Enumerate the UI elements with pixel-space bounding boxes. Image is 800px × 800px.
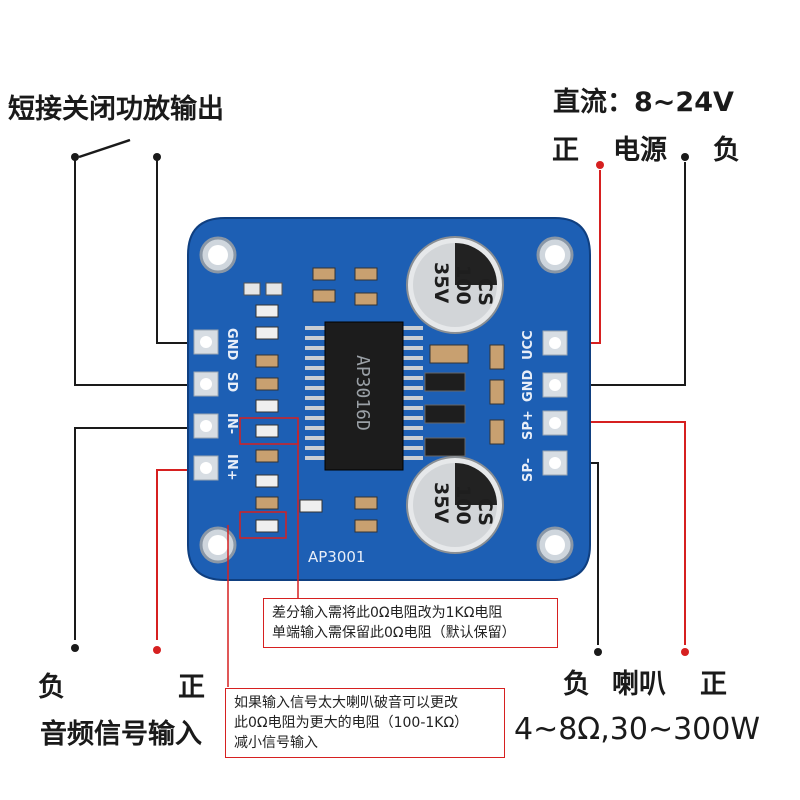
board-name: AP3001: [308, 548, 365, 566]
chip-pin: [305, 386, 325, 390]
chip-pin: [305, 426, 325, 430]
chip-pin: [403, 326, 423, 330]
chip-pin: [403, 446, 423, 450]
chip-pin: [305, 446, 325, 450]
speaker-negative: 负: [563, 669, 590, 700]
cap-top-voltage: 35V: [430, 262, 452, 303]
left-header-pads: [193, 329, 219, 481]
speaker-spec: 4~8Ω,30~300W: [514, 712, 761, 747]
audio-positive: 正: [178, 672, 205, 703]
chip-pin: [403, 426, 423, 430]
cap-bottom-value: 100: [452, 485, 474, 525]
audio-negative: 负: [38, 672, 65, 703]
chip-pin: [403, 386, 423, 390]
chip-pin: [403, 456, 423, 460]
chip-pin: [403, 356, 423, 360]
pin-label-gnd-left: GND: [224, 328, 239, 361]
speaker-positive: 正: [700, 669, 727, 700]
chip-pin: [305, 336, 325, 340]
mounting-holes: [199, 236, 574, 564]
pin-label-gnd-right: GND: [521, 369, 536, 402]
switch-title: 短接关闭功放输出: [8, 94, 224, 125]
chip-pin: [403, 336, 423, 340]
gain-note-line-3: 减小信号输入: [234, 735, 318, 751]
pin-label-sp-minus: SP-: [521, 458, 536, 482]
right-header-pads: [542, 330, 568, 476]
left-pin-labels: GND SD IN- IN+: [224, 328, 239, 481]
audio-input-wiring: [71, 427, 205, 654]
speaker-label: 喇叭: [612, 669, 666, 700]
capacitor-top: 35V 100 CS: [406, 236, 504, 334]
differential-note-line-2: 单端输入需保留此0Ω电阻（默认保留）: [272, 625, 516, 641]
gain-note: 如果输入信号太大喇叭破音可以更改 此0Ω电阻为更大的电阻（100-1KΩ） 减小…: [225, 688, 505, 758]
pin-label-sd: SD: [224, 372, 239, 392]
smd-resistors-left: [243, 267, 378, 533]
pin-label-sp-plus: SP+: [521, 410, 536, 440]
cap-bottom-voltage: 35V: [430, 482, 452, 523]
chip-pin: [305, 396, 325, 400]
main-amplifier-chip: AP3016D: [305, 321, 423, 471]
gain-note-line-1: 如果输入信号太大喇叭破音可以更改: [234, 695, 458, 711]
gain-resistor-highlight: [239, 511, 287, 539]
chip-pin: [403, 406, 423, 410]
chip-label: AP3016D: [352, 355, 373, 431]
chip-pin: [305, 366, 325, 370]
cap-top-value: 100: [452, 265, 474, 305]
chip-pin: [403, 416, 423, 420]
smd-components-right: [424, 344, 505, 457]
chip-pin: [305, 456, 325, 460]
pcb-board: GND SD IN- IN+ UCC GND SP+ SP-: [187, 217, 591, 581]
chip-pin: [305, 436, 325, 440]
switch-wiring: [71, 138, 205, 386]
chip-pin: [403, 346, 423, 350]
chip-pin: [403, 366, 423, 370]
chip-pin: [305, 346, 325, 350]
chip-pin: [403, 376, 423, 380]
capacitor-bottom: 35V 100 CS: [406, 456, 504, 554]
pin-label-ucc: UCC: [521, 330, 536, 360]
dc-voltage: 直流：8~24V: [553, 87, 734, 118]
chip-pin: [403, 396, 423, 400]
cap-bottom-brand: CS: [474, 498, 496, 526]
chip-pin: [305, 376, 325, 380]
cap-top-brand: CS: [474, 278, 496, 306]
gain-note-line-2: 此0Ω电阻为更大的电阻（100-1KΩ）: [234, 715, 469, 731]
audio-title: 音频信号输入: [40, 719, 202, 750]
power-negative: 负: [713, 135, 740, 166]
power-label: 电源: [613, 135, 667, 166]
chip-pin: [305, 326, 325, 330]
differential-note: 差分输入需将此0Ω电阻改为1KΩ电阻 单端输入需保留此0Ω电阻（默认保留）: [263, 598, 558, 648]
chip-pin: [305, 406, 325, 410]
right-pin-labels: UCC GND SP+ SP-: [521, 330, 536, 482]
differential-note-line-1: 差分输入需将此0Ω电阻改为1KΩ电阻: [272, 605, 503, 621]
power-positive: 正: [552, 135, 579, 166]
chip-pin: [305, 416, 325, 420]
pin-label-in-minus: IN-: [224, 413, 239, 434]
chip-pin: [403, 436, 423, 440]
chip-pin: [305, 356, 325, 360]
pin-label-in-plus: IN+: [224, 454, 239, 481]
